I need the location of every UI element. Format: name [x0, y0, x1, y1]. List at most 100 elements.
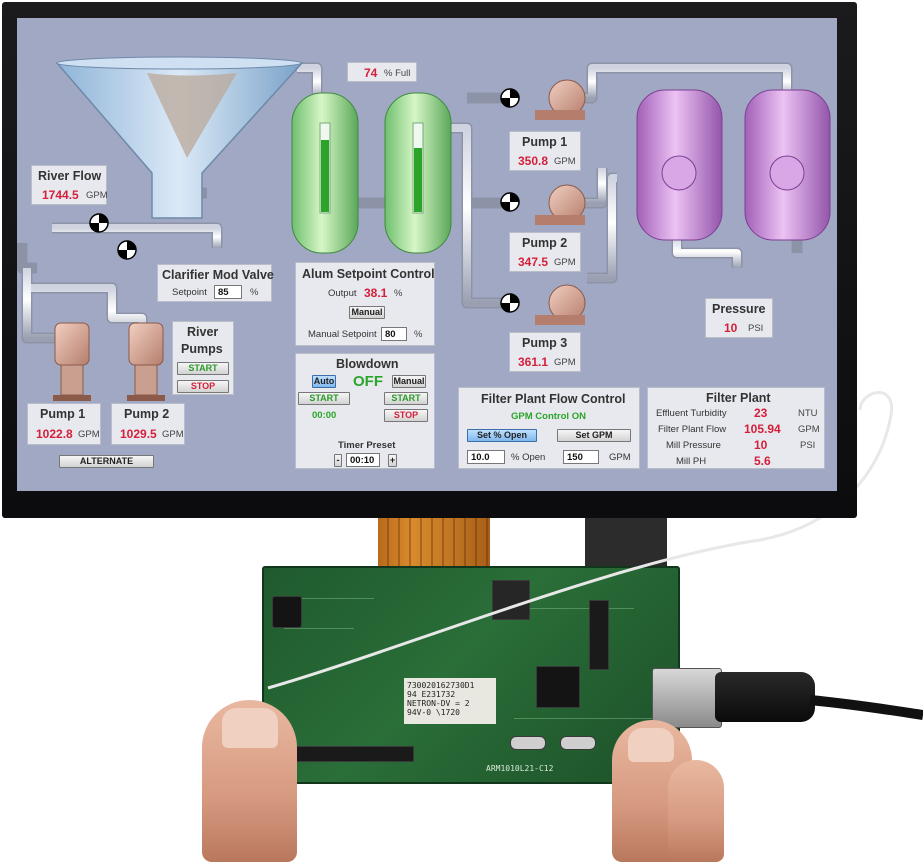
clarifier-funnel [55, 56, 304, 219]
blowdown-panel: Blowdown Auto OFF Manual START START 00:… [295, 353, 435, 469]
blowdown-start-left-button[interactable]: START [298, 392, 350, 405]
river-pump2-panel: Pump 2 1029.5 GPM [111, 403, 185, 445]
blowdown-manual-button[interactable]: Manual [392, 375, 426, 388]
filter-row-unit: NTU [798, 408, 818, 419]
pump1-value: 350.8 [518, 154, 549, 168]
output-unit: % [394, 288, 403, 299]
gpm-input[interactable]: 150 [563, 450, 599, 464]
river-pumps-stop-button[interactable]: STOP [177, 380, 229, 393]
filter-plant-panel: Filter Plant Effluent Turbidity 23 NTU F… [647, 387, 825, 469]
setpoint-label: Setpoint [172, 287, 207, 298]
filter-row-label: Filter Plant Flow [658, 424, 727, 435]
pump3-unit: GPM [554, 357, 576, 368]
finger [202, 700, 297, 862]
timer-increment-button[interactable]: + [388, 454, 397, 467]
manual-setpoint-label: Manual Setpoint [308, 329, 377, 340]
centrifugal-pump-icon [535, 79, 586, 120]
board-sticker: 730020162730D1 94 E231732 NETRON-DV = 2 … [404, 678, 496, 724]
tank-level-readout: 74 % Full [347, 62, 417, 82]
output-value: 38.1 [364, 286, 388, 300]
sticker-line: 730020162730D1 [407, 681, 475, 690]
valve-icon [500, 88, 520, 108]
pump2-unit: GPM [554, 257, 576, 268]
tank-level-unit: % Full [384, 68, 411, 79]
vertical-pump-icon [127, 322, 165, 401]
finger [668, 760, 724, 862]
pressure-title: Pressure [712, 302, 766, 316]
blowdown-stop-button[interactable]: STOP [384, 409, 428, 422]
river-flow-value: 1744.5 [42, 188, 79, 202]
pump2-value: 347.5 [518, 255, 549, 269]
filter-row-label: Effluent Turbidity [656, 408, 727, 419]
filter-row-value: 105.94 [744, 422, 781, 436]
river-pump2-title: Pump 2 [124, 407, 170, 421]
open-percent-label: % Open [511, 452, 546, 463]
hmi-screen: 74 % Full River Flow 1744.5 GPM Clarifie… [17, 18, 837, 491]
filter-tank [744, 89, 831, 241]
centrifugal-pump-icon [535, 284, 586, 325]
filter-row-value: 5.6 [754, 454, 771, 468]
blowdown-state: OFF [353, 373, 383, 390]
board-label: ARM1010L21-C12 [486, 764, 554, 773]
river-pump2-unit: GPM [162, 429, 184, 440]
white-cable [267, 391, 894, 690]
alum-manual-button[interactable]: Manual [349, 306, 385, 319]
pump3-value: 361.1 [518, 355, 549, 369]
pump3-panel: Pump 3 361.1 GPM [509, 332, 581, 372]
connector [492, 580, 530, 620]
river-pumps-title: Pumps [181, 342, 223, 356]
river-pumps-title: River [187, 325, 219, 339]
timer-decrement-button[interactable]: - [334, 454, 342, 467]
timer-preset-input[interactable]: 00:10 [346, 453, 380, 467]
valve-icon [500, 192, 520, 212]
set-gpm-button[interactable]: Set GPM [557, 429, 631, 442]
pressure-unit: PSI [748, 323, 764, 334]
usb-port [652, 668, 722, 728]
sticker-line: 94 E231732 [407, 690, 456, 699]
process-diagram [17, 56, 831, 401]
alum-control-panel: Alum Setpoint Control Output 38.1 % Manu… [295, 262, 435, 346]
crystal [510, 736, 546, 750]
vertical-pump-icon [53, 322, 91, 401]
river-pumps-start-button[interactable]: START [177, 362, 229, 375]
pump2-panel: Pump 2 347.5 GPM [509, 232, 581, 272]
filter-row-label: Mill PH [676, 456, 707, 467]
header-pins [589, 600, 609, 670]
filter-plant-title: Filter Plant [706, 391, 771, 405]
open-percent-input[interactable]: 10.0 [467, 450, 505, 464]
river-pump1-title: Pump 1 [40, 407, 86, 421]
pump1-title: Pump 1 [522, 135, 568, 149]
filter-row-value: 10 [754, 438, 768, 452]
filter-tank [636, 89, 723, 241]
set-open-button[interactable]: Set % Open [467, 429, 537, 442]
blowdown-auto-button[interactable]: Auto [312, 375, 336, 388]
river-pump2-value: 1029.5 [120, 427, 157, 441]
valve-icon [117, 240, 137, 260]
touch-flex-cable [585, 515, 667, 575]
river-pump1-panel: Pump 1 1022.8 GPM [27, 403, 101, 445]
manual-setpoint-input[interactable]: 80 [381, 327, 407, 341]
river-flow-title: River Flow [38, 169, 102, 183]
filter-row-unit: PSI [800, 440, 816, 451]
blowdown-timer-elapsed: 00:00 [312, 410, 337, 421]
gpm-control-status: GPM Control ON [511, 411, 586, 422]
blowdown-title: Blowdown [336, 357, 399, 371]
filter-row-unit: GPM [798, 424, 820, 435]
centrifugal-pump-icon [535, 184, 586, 225]
valve-icon [89, 213, 109, 233]
crystal [560, 736, 596, 750]
filter-row-label: Mill Pressure [666, 440, 721, 451]
timer-preset-label: Timer Preset [338, 440, 396, 451]
manual-setpoint-unit: % [414, 329, 423, 340]
tank-level-value: 74 [364, 66, 378, 80]
pump1-panel: Pump 1 350.8 GPM [509, 131, 581, 171]
alternate-button[interactable]: ALTERNATE [59, 455, 154, 468]
usb-cable [809, 695, 923, 720]
clarifier-valve-panel: Clarifier Mod Valve Setpoint 85 % [157, 264, 274, 302]
sticker-line: NETRON-DV = 2 [407, 699, 470, 708]
pump3-title: Pump 3 [522, 336, 568, 350]
river-pump1-value: 1022.8 [36, 427, 73, 441]
clarifier-setpoint-input[interactable]: 85 [214, 285, 242, 299]
pressure-panel: Pressure 10 PSI [705, 298, 773, 338]
blowdown-start-right-button[interactable]: START [384, 392, 428, 405]
